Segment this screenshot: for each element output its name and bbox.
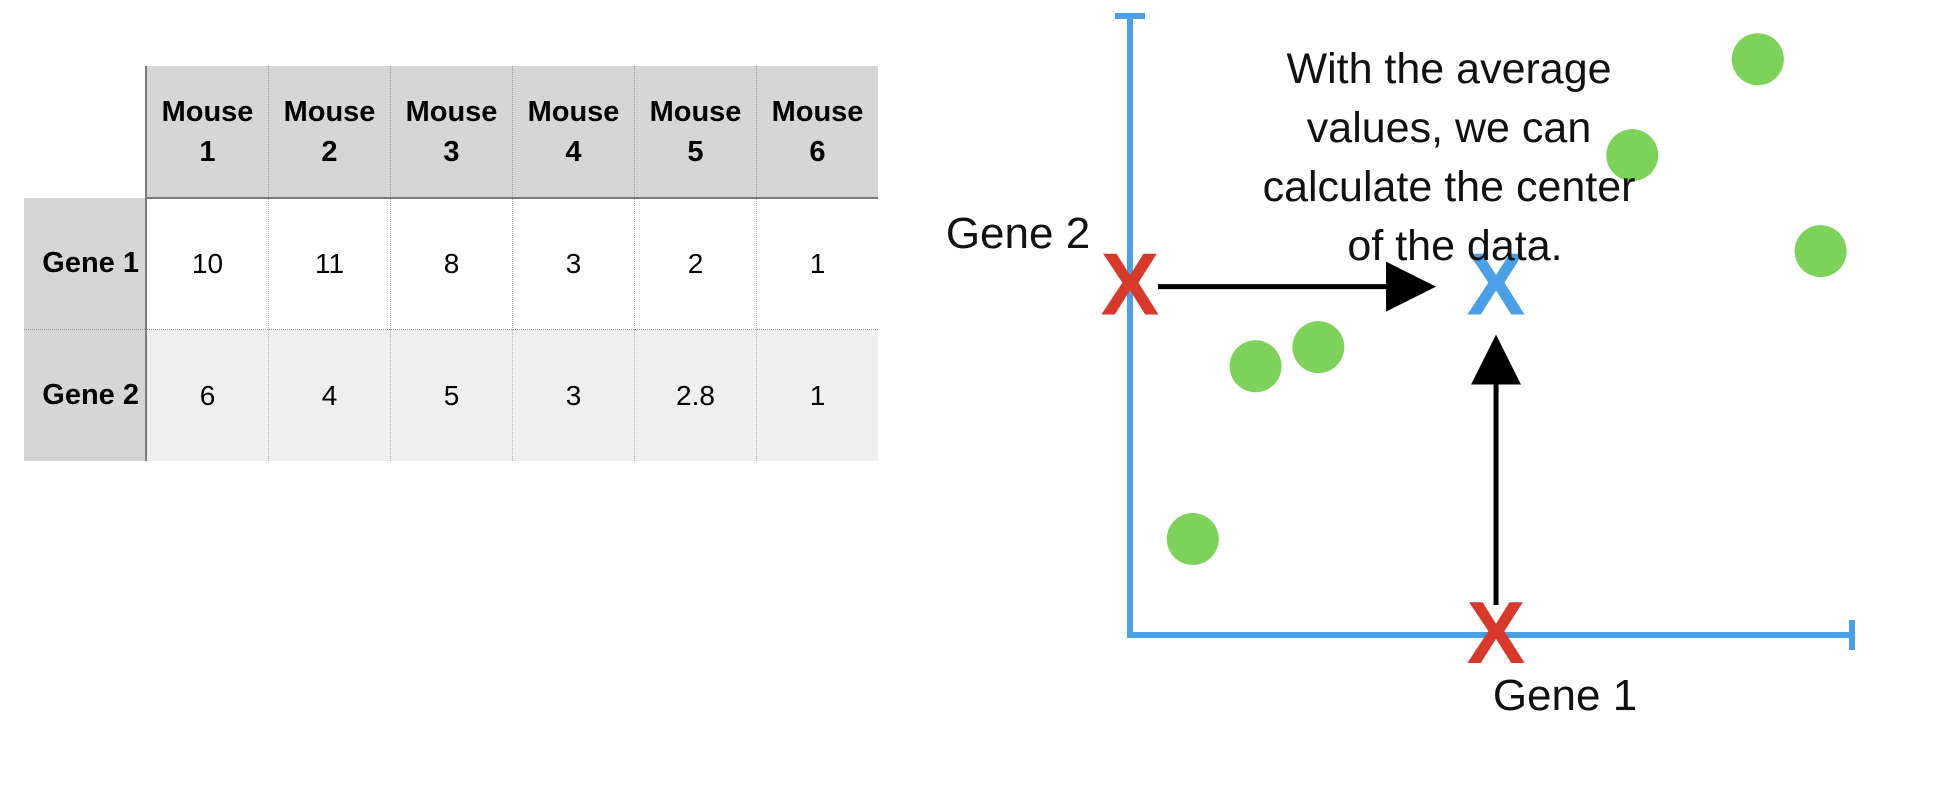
annotation-text: With the average values, we can calculat… bbox=[1263, 45, 1648, 270]
table-cell: 8 bbox=[390, 198, 513, 330]
y-axis-label: Gene 2 bbox=[946, 209, 1090, 258]
table-cell: 10 bbox=[145, 198, 269, 330]
column-header-mouse-2: Mouse 2 bbox=[268, 66, 391, 199]
column-header-line: 5 bbox=[687, 135, 704, 168]
column-header-line: Mouse bbox=[771, 95, 864, 128]
annotation-line: calculate the center bbox=[1263, 163, 1636, 211]
annotation-line: With the average bbox=[1286, 45, 1611, 93]
data-point bbox=[1166, 513, 1219, 566]
column-header-mouse-1: Mouse 1 bbox=[145, 66, 269, 199]
column-header-line: 1 bbox=[199, 135, 216, 168]
column-header-line: 4 bbox=[565, 135, 582, 168]
table-cell: 11 bbox=[268, 198, 391, 330]
table-cell: 5 bbox=[390, 329, 513, 461]
table-row-gene-2: Gene 2 6 4 5 3 2.8 1 bbox=[24, 329, 878, 461]
table-header-row: Mouse 1 Mouse 2 Mouse 3 Mouse 4 Mouse 5 Mouse… bbox=[24, 66, 878, 199]
table-cell: 2.8 bbox=[634, 329, 757, 461]
column-header-mouse-3: Mouse 3 bbox=[390, 66, 513, 199]
table-cell: 3 bbox=[512, 329, 635, 461]
x-mean-marker: X bbox=[1467, 583, 1526, 682]
table-cell: 1 bbox=[756, 329, 878, 461]
x-axis-label: Gene 1 bbox=[1493, 671, 1637, 720]
column-header-line: Mouse bbox=[649, 95, 742, 128]
center-marker: X bbox=[1467, 235, 1526, 334]
column-header-line: Mouse bbox=[283, 95, 376, 128]
data-point bbox=[1606, 129, 1659, 182]
table-cell: 2 bbox=[634, 198, 757, 330]
axes bbox=[1115, 13, 1855, 650]
column-header-line: 2 bbox=[321, 135, 338, 168]
row-header-gene-1: Gene 1 bbox=[24, 198, 147, 330]
column-header-line: 6 bbox=[809, 135, 826, 168]
table-cell: 3 bbox=[512, 198, 635, 330]
data-point bbox=[1731, 33, 1784, 86]
table-row-gene-1: Gene 1 10 11 8 3 2 1 bbox=[24, 198, 878, 330]
data-points bbox=[1166, 33, 1847, 566]
table-cell: 6 bbox=[145, 329, 269, 461]
mean-markers: X X X bbox=[1101, 235, 1526, 682]
data-point bbox=[1292, 321, 1345, 374]
annotation-line: values, we can bbox=[1307, 104, 1591, 152]
column-header-line: 3 bbox=[443, 135, 460, 168]
y-mean-marker: X bbox=[1101, 235, 1160, 334]
column-header-mouse-4: Mouse 4 bbox=[512, 66, 635, 199]
data-point bbox=[1229, 340, 1282, 393]
gene-expression-table: Mouse 1 Mouse 2 Mouse 3 Mouse 4 Mouse 5 Mouse… bbox=[24, 66, 878, 461]
row-header-gene-2: Gene 2 bbox=[24, 329, 147, 461]
annotation-line: of the data. bbox=[1347, 222, 1562, 270]
column-header-mouse-5: Mouse 5 bbox=[634, 66, 757, 199]
column-header-line: Mouse bbox=[405, 95, 498, 128]
column-header-line: Mouse bbox=[527, 95, 620, 128]
table-cell: 1 bbox=[756, 198, 878, 330]
data-point bbox=[1794, 225, 1847, 278]
table-cell: 4 bbox=[268, 329, 391, 461]
column-header-line: Mouse bbox=[161, 95, 254, 128]
column-header-mouse-6: Mouse 6 bbox=[756, 66, 878, 199]
table-corner bbox=[24, 66, 146, 198]
